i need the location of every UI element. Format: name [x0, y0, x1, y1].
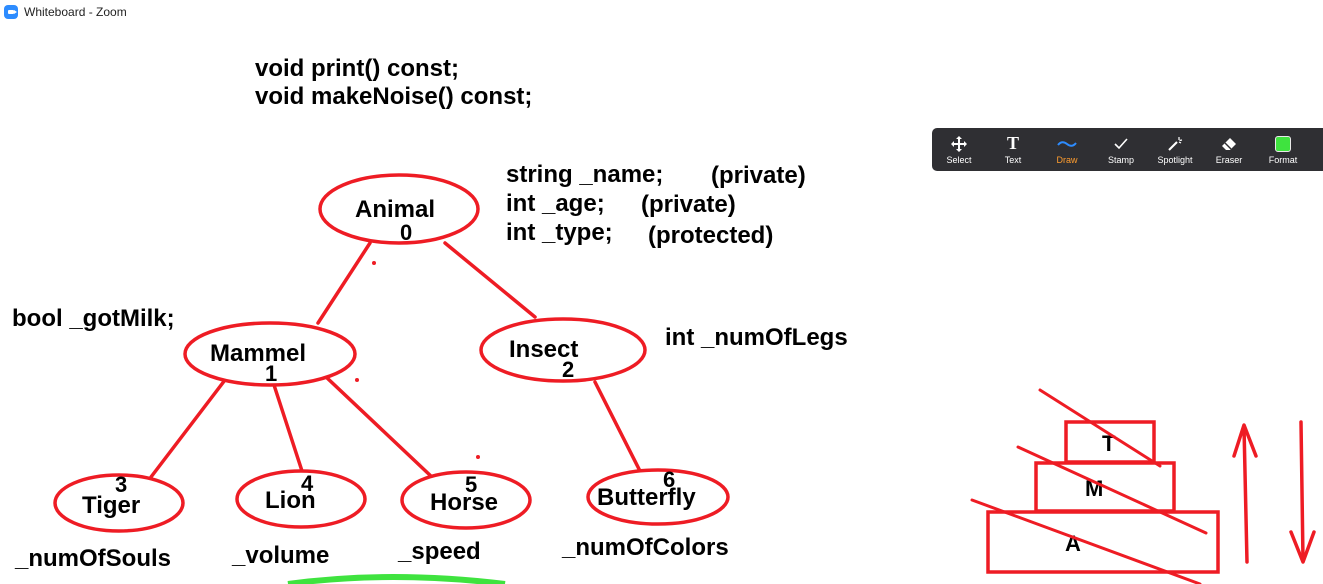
node-insect: [479, 317, 647, 383]
node-butterfly-index: 6: [663, 467, 675, 492]
method-print: void print() const;: [255, 55, 459, 82]
animal-field-type: int _type;: [506, 219, 613, 246]
arrow-down-icon: [1289, 420, 1316, 564]
node-butterfly: [586, 468, 730, 526]
mammal-field: bool _gotMilk;: [12, 305, 175, 332]
node-butterfly-label: Butterfly: [597, 484, 696, 511]
butterfly-field: _numOfColors: [561, 534, 729, 561]
tool-select[interactable]: Select: [932, 128, 986, 171]
tool-select-label: Select: [946, 155, 972, 165]
node-horse: [400, 470, 532, 530]
insect-field: int _numOfLegs: [665, 324, 848, 351]
arrow-up-icon: [1232, 423, 1258, 564]
animal-field-age-access: (private): [641, 191, 736, 218]
annotation-toolbar: Select T Text Draw Stamp Spotlight Erase…: [932, 128, 1323, 171]
title-bar: Whiteboard - Zoom: [0, 0, 1323, 24]
edge-animal-mammel: [316, 241, 372, 325]
tool-draw[interactable]: Draw: [1040, 128, 1094, 171]
horse-field: _speed: [397, 538, 481, 565]
zoom-app-icon: [4, 5, 18, 19]
tool-text[interactable]: T Text: [986, 128, 1040, 171]
lion-field: _volume: [231, 542, 329, 569]
node-tiger: [53, 473, 185, 533]
node-tiger-label: Tiger: [82, 492, 140, 519]
tool-eraser[interactable]: Eraser: [1202, 128, 1256, 171]
node-horse-index: 5: [465, 472, 477, 497]
tool-stamp-label: Stamp: [1107, 155, 1134, 165]
stack-diagram: [986, 420, 1220, 574]
node-horse-label: Horse: [430, 489, 498, 516]
edge-mammel-tiger: [149, 378, 227, 479]
window-title: Whiteboard - Zoom: [24, 5, 127, 19]
tool-spotlight[interactable]: Spotlight: [1148, 128, 1202, 171]
stack-middle-label: M: [1085, 476, 1103, 501]
node-animal-index: 0: [400, 220, 412, 245]
animal-field-type-access: (protected): [648, 222, 773, 249]
tool-eraser-label: Eraser: [1215, 155, 1243, 165]
color-swatch-icon: [1275, 134, 1291, 153]
check-icon: [1114, 134, 1128, 153]
edge-animal-insect: [443, 241, 537, 319]
node-insect-label: Insect: [509, 336, 578, 363]
animal-field-age: int _age;: [506, 190, 605, 217]
tool-text-label: Text: [1004, 155, 1022, 165]
animal-field-name-access: (private): [711, 162, 806, 189]
animal-field-name: string _name;: [506, 161, 663, 188]
move-icon: [951, 134, 967, 153]
node-tiger-index: 3: [115, 472, 127, 497]
spotlight-icon: [1167, 134, 1183, 153]
stack-box-bottom: [986, 510, 1220, 574]
node-mammel-label: Mammel: [210, 340, 306, 367]
node-lion: [235, 469, 367, 529]
edge-mammel-lion: [272, 383, 304, 473]
tool-draw-label: Draw: [1056, 155, 1078, 165]
tool-format-label: Format: [1268, 155, 1298, 165]
tree-edges: [149, 241, 643, 480]
edge-insect-butterfly: [593, 380, 643, 475]
strike-lines: [970, 388, 1208, 584]
stray-dots: [355, 261, 480, 459]
eraser-icon: [1221, 134, 1237, 153]
node-lion-index: 4: [301, 471, 314, 496]
green-stroke: [287, 574, 506, 584]
tiger-field: _numOfSouls: [14, 545, 171, 572]
node-insect-index: 2: [562, 357, 574, 382]
tool-spotlight-label: Spotlight: [1157, 155, 1193, 165]
pen-wave-icon: [1057, 134, 1077, 153]
edge-mammel-horse: [323, 374, 435, 480]
tool-format[interactable]: Format: [1256, 128, 1310, 171]
method-make-noise: void makeNoise() const;: [255, 83, 532, 110]
node-animal: [318, 173, 480, 245]
node-mammel-index: 1: [265, 361, 277, 386]
node-lion-label: Lion: [265, 487, 316, 514]
node-mammel: [183, 321, 357, 387]
text-icon: T: [1006, 133, 1019, 153]
tool-stamp[interactable]: Stamp: [1094, 128, 1148, 171]
node-animal-label: Animal: [355, 196, 435, 223]
